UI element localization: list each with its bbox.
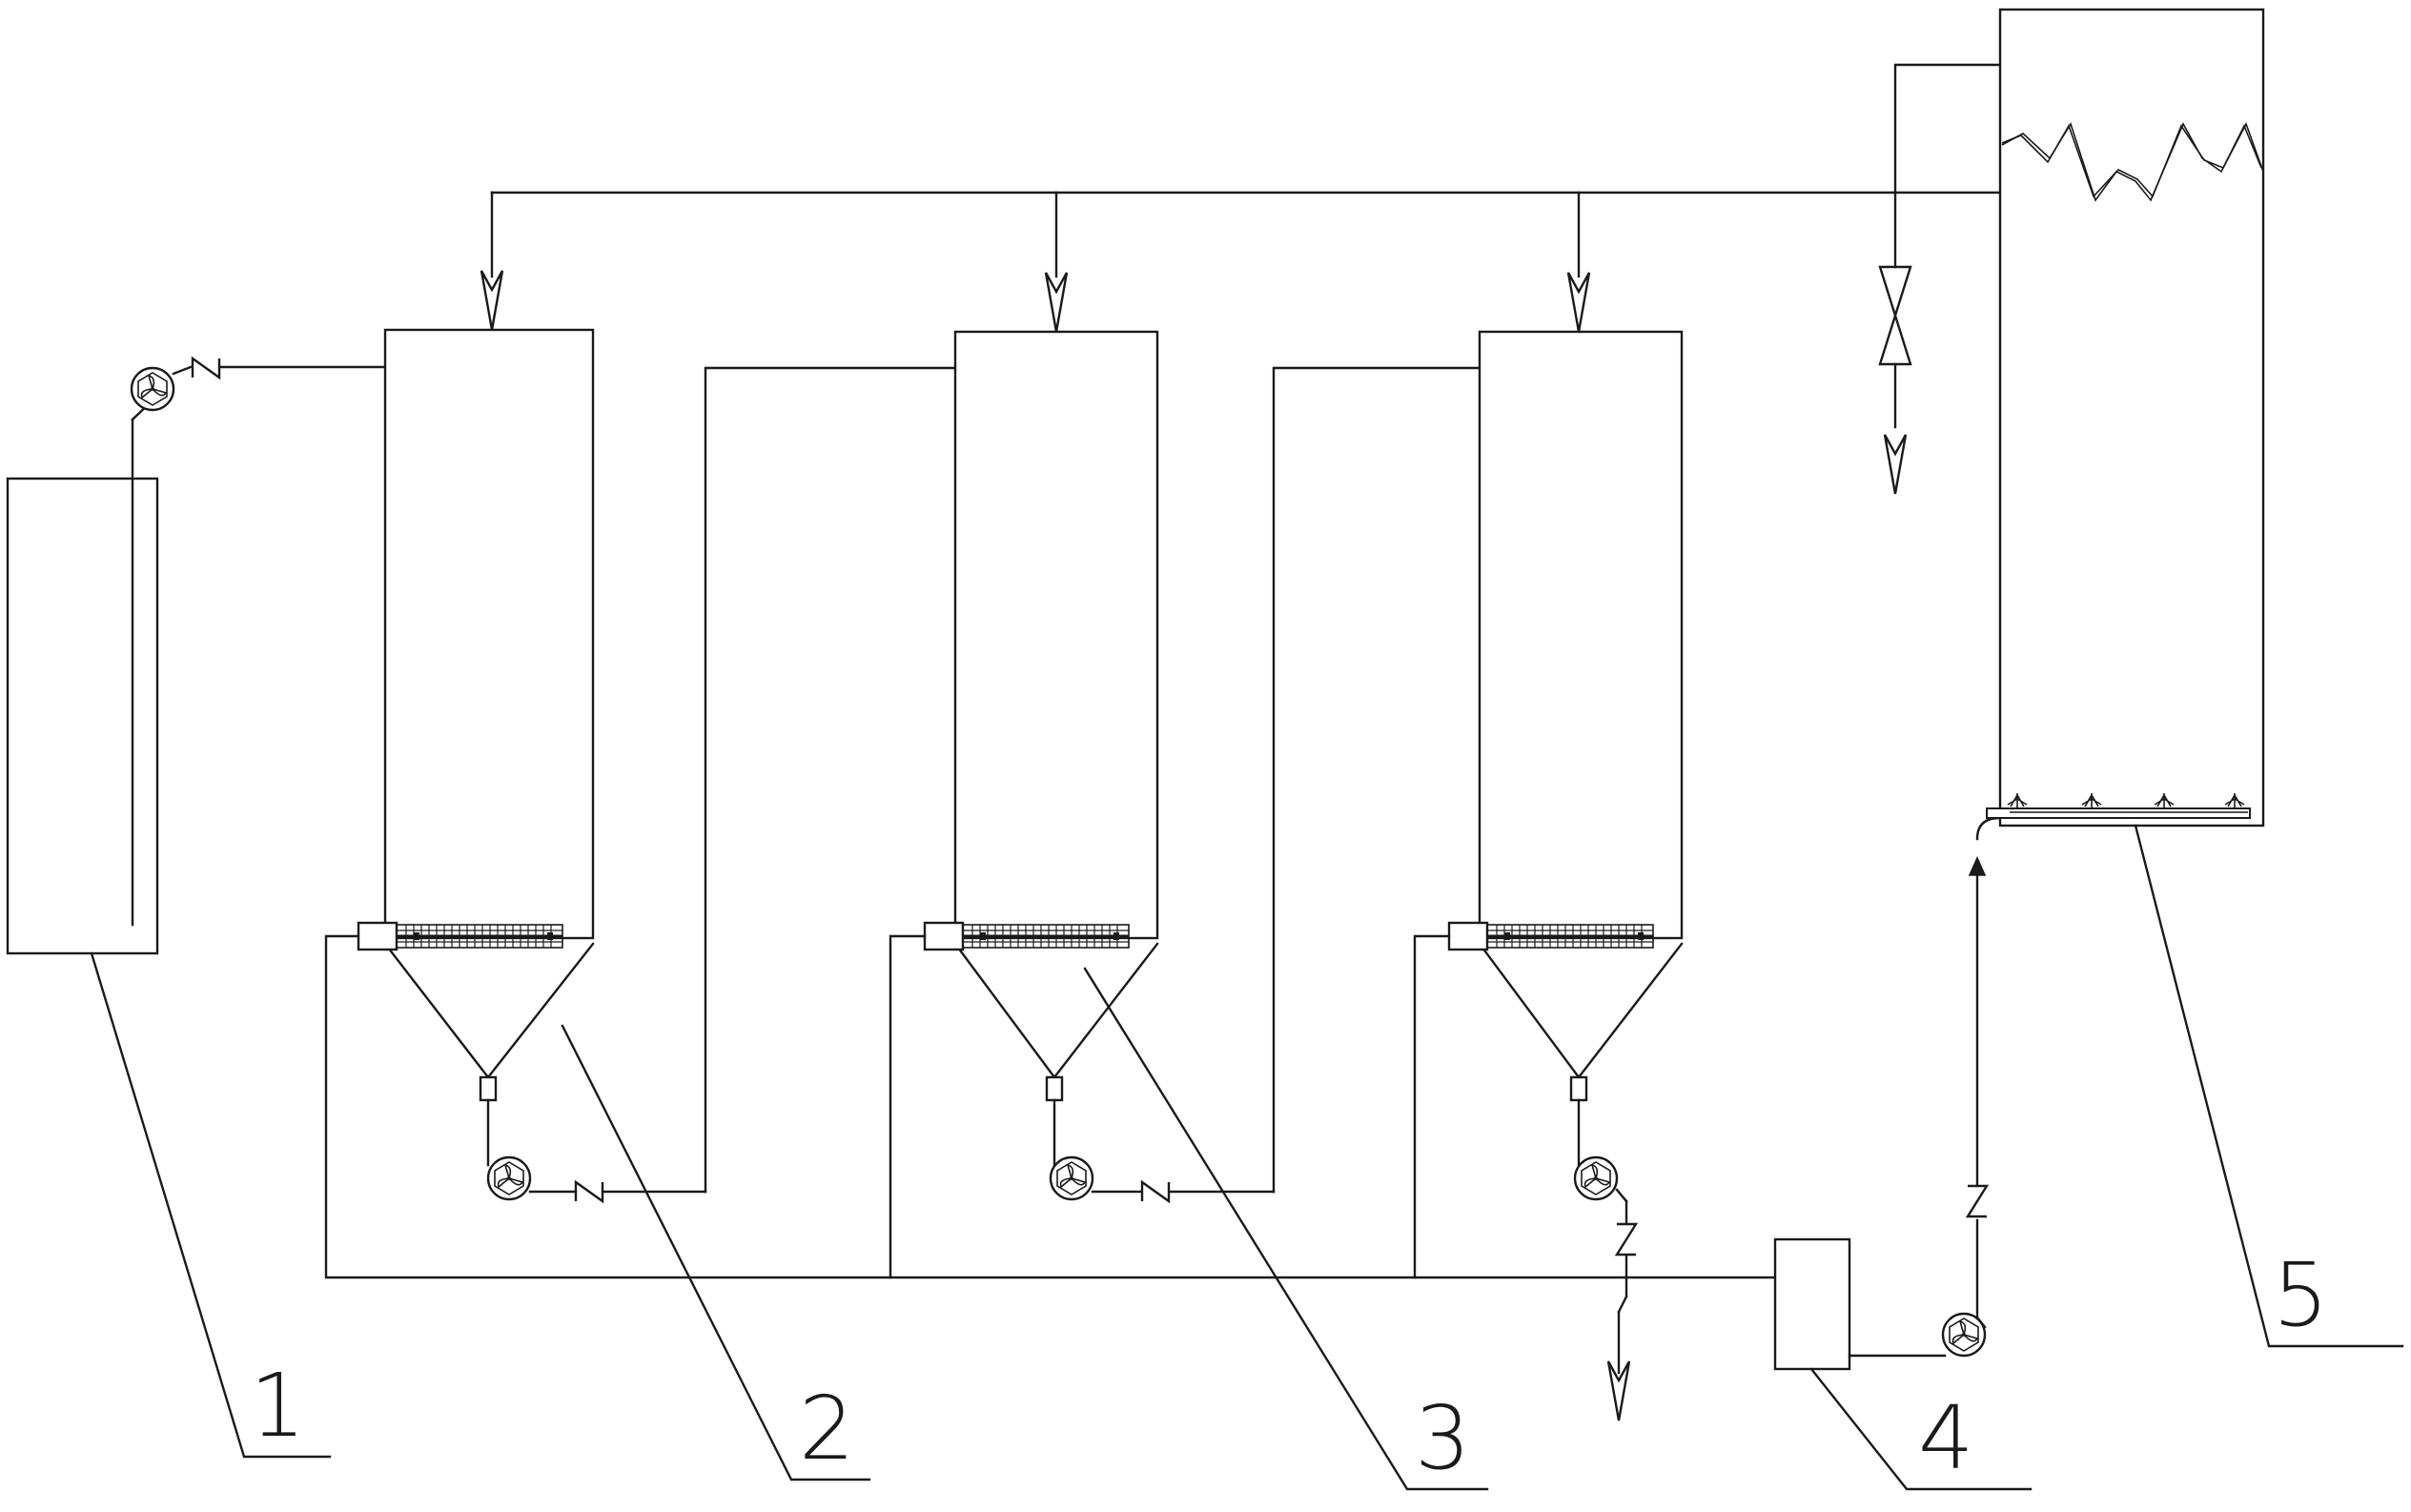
absorption-tower — [1986, 8, 2265, 828]
label-5: 5 — [2273, 1244, 2329, 1346]
reactor-tank-3 — [923, 330, 1159, 1102]
flow-arrow-icon — [1883, 433, 1908, 496]
gate-valve-icon — [1878, 265, 1912, 366]
blower-unit — [1773, 1237, 1851, 1371]
label-2: 2 — [799, 1378, 855, 1480]
leader-lines — [90, 824, 2404, 1491]
label-3: 3 — [1415, 1387, 1471, 1489]
check-valve-icon — [1966, 1184, 1989, 1218]
reactor-tank-2 — [357, 328, 595, 1102]
check-valve-icon — [574, 1180, 604, 1203]
check-valve-icon — [191, 357, 221, 379]
label-4: 4 — [1918, 1387, 1974, 1489]
check-valve-icon — [1615, 1222, 1638, 1257]
flow-arrow-icon — [1044, 271, 1069, 334]
label-1: 1 — [250, 1355, 306, 1457]
pump-icon — [130, 366, 175, 412]
pump-icon — [1573, 1155, 1619, 1201]
check-valve-icon — [1140, 1180, 1171, 1203]
flow-arrow-icon — [1566, 271, 1591, 334]
flow-arrow-icon — [480, 269, 504, 332]
pump-icon — [1049, 1155, 1094, 1201]
pump-icon — [486, 1155, 532, 1201]
feed-tank — [6, 398, 159, 955]
reactor-tank-4 — [1447, 330, 1684, 1102]
